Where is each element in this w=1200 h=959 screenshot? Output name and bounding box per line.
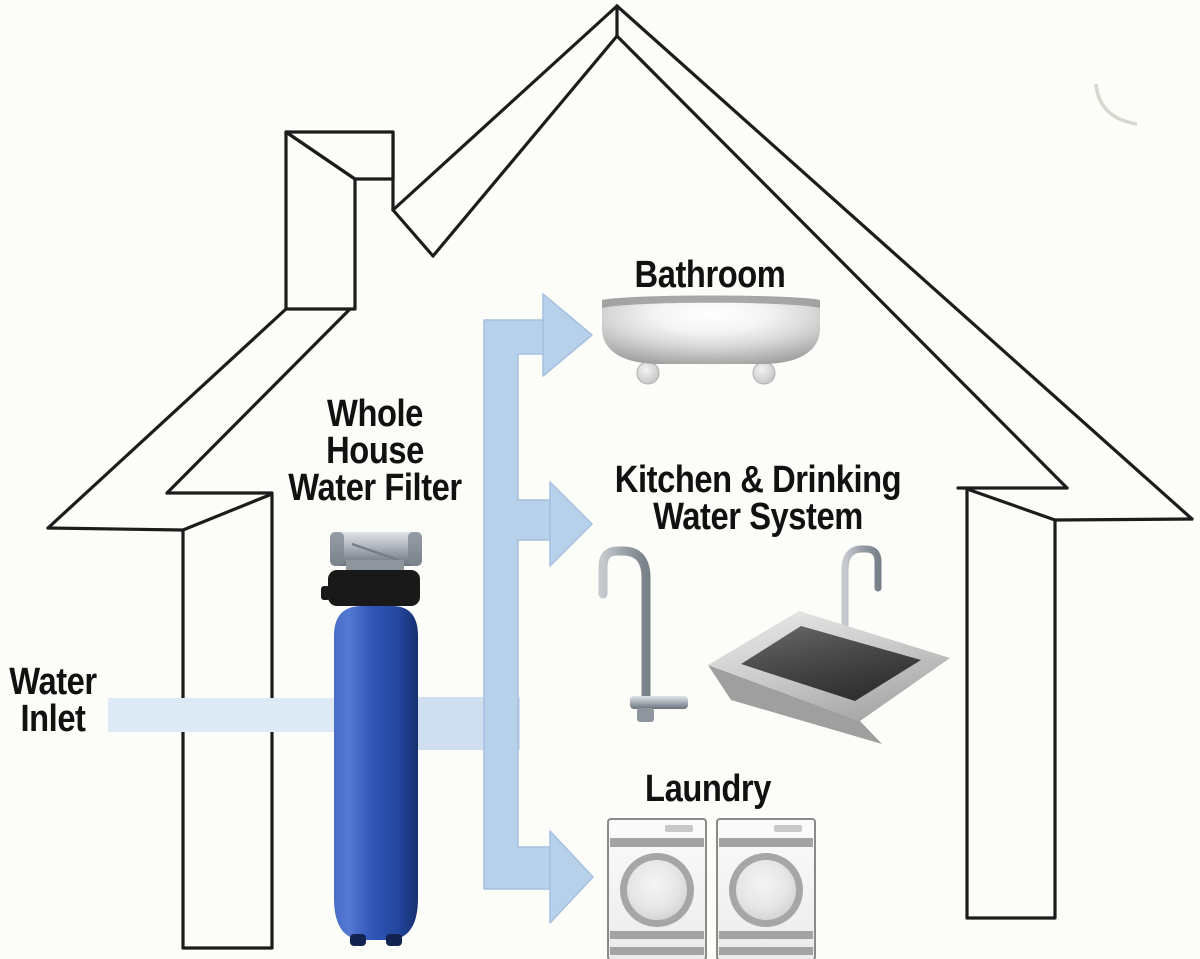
washer-top-band: [610, 838, 704, 847]
sink-basin: [741, 626, 921, 701]
chimney: [284, 130, 395, 311]
washing-machine-1: [607, 818, 707, 959]
flow-arrow-kitchen: [549, 481, 593, 567]
right-wall: [965, 487, 1057, 920]
water-inlet-label-line1: Water: [9, 661, 97, 703]
kitchen-gooseneck-faucet: [598, 546, 688, 722]
filter-collar: [346, 560, 404, 572]
roof-left-inner-lower-line: [165, 307, 352, 495]
roof-left-inner-upper-line: [431, 34, 619, 258]
washer-top-band: [719, 838, 813, 847]
washer-door-glass: [736, 860, 796, 920]
faucet-neck: [598, 546, 651, 711]
bathtub: [602, 295, 820, 385]
filter-head-seam: [351, 542, 399, 562]
bathtub-foot-left: [636, 361, 660, 385]
chimney-roof-notch-line: [391, 208, 435, 258]
kitchen-label: Kitchen & Drinking Water System: [608, 459, 909, 538]
filter-foot-left: [350, 934, 366, 946]
washer-door-glass: [627, 860, 687, 920]
flow-arrow-bathroom: [542, 293, 593, 377]
filter-head-rib-right: [408, 532, 422, 566]
roof-left-outer-lower-line: [46, 307, 288, 530]
left-eave-underside-line: [46, 526, 185, 532]
washer-bottom-band-1: [719, 931, 813, 939]
washing-machine-2: [716, 818, 816, 959]
house-outline: [46, 4, 1194, 950]
bathtub-foot-right: [752, 361, 776, 385]
roof-right-outer-line: [615, 4, 1194, 521]
filter-cap: [328, 570, 420, 606]
washer-bottom-band-2: [719, 947, 813, 955]
filter-head-rib-left: [330, 532, 344, 566]
washer-bottom-band-1: [610, 931, 704, 939]
faucet-base-bar: [630, 696, 688, 709]
kitchen-label-line1: Kitchen & Drinking: [614, 459, 902, 501]
filter-label-line1: Whole: [327, 393, 423, 435]
washer-bottom-band-2: [610, 947, 704, 955]
roof-right-inner-line: [615, 34, 1069, 490]
whole-house-filter-label: Whole House Water Filter: [246, 393, 504, 509]
kitchen-label-line2: Water System: [653, 496, 863, 538]
filter-body: [334, 606, 418, 940]
washer-control-dots: [665, 825, 693, 832]
bathtub-body: [602, 295, 820, 364]
water-inlet-label-line2: Inlet: [20, 698, 86, 740]
faucet-base-stem: [637, 708, 654, 722]
bathroom-label: Bathroom: [634, 254, 786, 296]
chimney-top-band: [284, 130, 395, 181]
faint-arc-mark: [1094, 83, 1138, 126]
kitchen-sink: [708, 545, 950, 744]
filter-cap-tab: [321, 586, 330, 600]
laundry-label: Laundry: [645, 768, 771, 810]
flow-arrows: [483, 293, 594, 924]
roof-left-outer-upper-line: [391, 4, 619, 212]
filter-label-line3: Water Filter: [288, 467, 462, 509]
water-inlet-pipe: [108, 697, 520, 750]
inlet-pipe-left-segment: [108, 698, 346, 732]
filter-head-port: [330, 532, 422, 566]
bathtub-rim: [602, 295, 820, 308]
filter-label-line2: House: [326, 430, 424, 472]
flow-arrow-laundry: [549, 830, 594, 924]
sink-front-ledge: [708, 665, 882, 744]
water-filter-cartridge: [321, 532, 422, 946]
filter-foot-right: [386, 934, 402, 946]
water-inlet-label: Water Inlet: [7, 661, 98, 740]
washer-control-dots: [774, 825, 802, 832]
sink-faucet-neck: [841, 545, 882, 652]
right-eave-underside-line: [1053, 517, 1194, 522]
